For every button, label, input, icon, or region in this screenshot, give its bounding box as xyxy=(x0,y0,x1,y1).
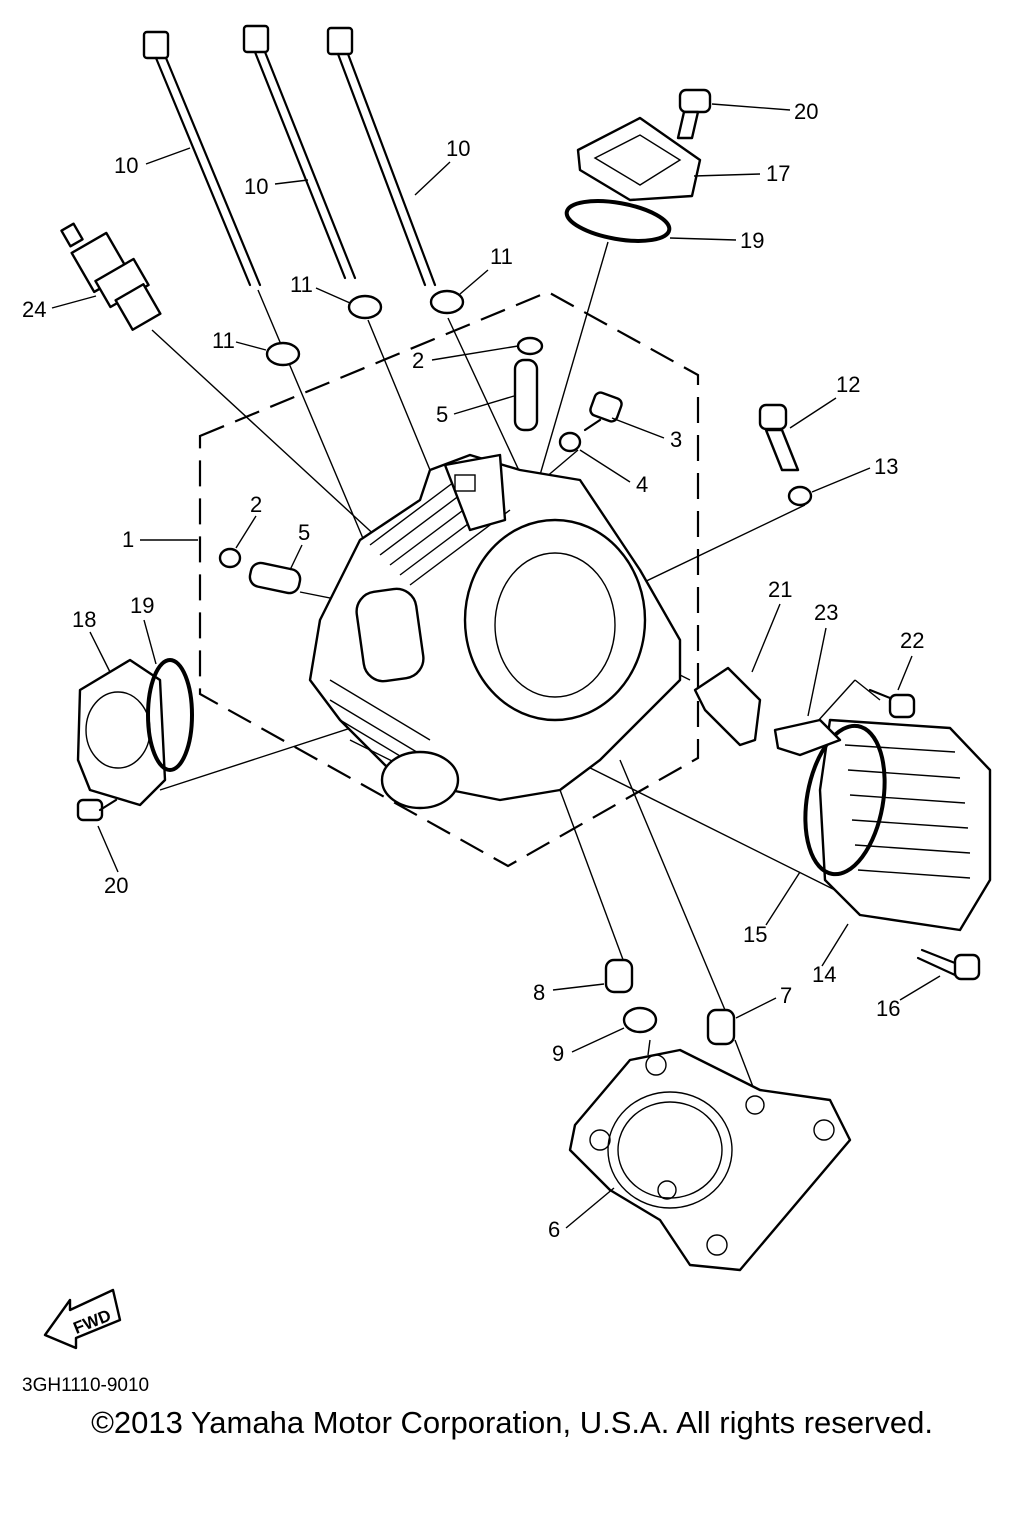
valve-guide-5a xyxy=(248,561,302,595)
callout-17: 17 xyxy=(766,161,790,186)
callout-3: 3 xyxy=(670,427,682,452)
callout-6: 6 xyxy=(548,1217,560,1242)
side-cover-18 xyxy=(76,658,167,807)
fitting-21 xyxy=(693,666,762,747)
head-cover-14 xyxy=(818,718,992,932)
callout-4: 4 xyxy=(636,472,648,497)
callout-2a: 2 xyxy=(250,492,262,517)
bolt-16 xyxy=(916,948,981,981)
washer-11c xyxy=(429,289,465,315)
callout-8: 8 xyxy=(533,980,545,1005)
cylinder-head xyxy=(308,453,682,810)
diagram-code: 3GH1110-9010 xyxy=(22,1375,149,1396)
callout-11b: 11 xyxy=(290,272,313,297)
washer-13 xyxy=(787,485,813,507)
callouts: 1 2 2 3 4 5 5 6 7 8 9 10 10 10 11 11 11 … xyxy=(22,99,941,1242)
washer-11a xyxy=(265,341,301,367)
callout-10c: 10 xyxy=(446,136,470,161)
washer-4 xyxy=(558,431,582,453)
callout-15: 15 xyxy=(743,922,767,947)
callout-19a: 19 xyxy=(130,593,154,618)
bracket-23 xyxy=(773,718,842,757)
circlip-2a xyxy=(218,547,242,569)
head-bolt-left xyxy=(142,30,262,287)
dowel-pin-7 xyxy=(706,1008,736,1046)
valve-guide-5b xyxy=(513,358,539,432)
callout-7: 7 xyxy=(780,983,792,1008)
callout-10b: 10 xyxy=(244,174,268,199)
callout-5b: 5 xyxy=(436,402,448,427)
callout-18: 18 xyxy=(72,607,96,632)
callout-19b: 19 xyxy=(740,228,764,253)
o-ring-19-top xyxy=(564,199,672,243)
callout-13: 13 xyxy=(874,454,898,479)
callout-14: 14 xyxy=(812,962,836,987)
bolt-20-left xyxy=(76,798,118,822)
callout-20b: 20 xyxy=(104,873,128,898)
callout-2b: 2 xyxy=(412,348,424,373)
fwd-arrow: FWD xyxy=(43,1288,122,1350)
callout-22: 22 xyxy=(900,628,924,653)
circlip-2b xyxy=(516,336,544,356)
o-ring-9 xyxy=(622,1006,658,1034)
callout-9: 9 xyxy=(552,1041,564,1066)
callout-11c: 11 xyxy=(490,244,513,269)
callout-20a: 20 xyxy=(794,99,818,124)
spark-plug xyxy=(60,222,162,331)
callout-21: 21 xyxy=(768,577,792,602)
callout-24: 24 xyxy=(22,297,46,322)
head-gasket-6 xyxy=(568,1048,852,1272)
callout-1: 1 xyxy=(122,527,134,552)
bolt-22 xyxy=(868,688,916,719)
callout-16: 16 xyxy=(876,996,900,1021)
head-bolt-middle xyxy=(242,24,357,280)
screw-3 xyxy=(583,391,623,432)
callout-12: 12 xyxy=(836,372,860,397)
callout-5a: 5 xyxy=(298,520,310,545)
tappet-cover-17 xyxy=(576,116,702,202)
callout-23: 23 xyxy=(814,600,838,625)
head-group-outline xyxy=(198,290,700,868)
callout-11a: 11 xyxy=(212,328,235,353)
head-bolt-right xyxy=(326,26,437,287)
dowel-pin-8 xyxy=(604,958,634,994)
bolt-20-top xyxy=(676,88,712,140)
o-ring-15 xyxy=(803,723,887,877)
bolt-12 xyxy=(758,403,800,472)
o-ring-19-left xyxy=(146,658,194,772)
callout-10a: 10 xyxy=(114,153,138,178)
washer-11b xyxy=(347,294,383,320)
copyright-notice: ©2013 Yamaha Motor Corporation, U.S.A. A… xyxy=(91,1405,933,1440)
